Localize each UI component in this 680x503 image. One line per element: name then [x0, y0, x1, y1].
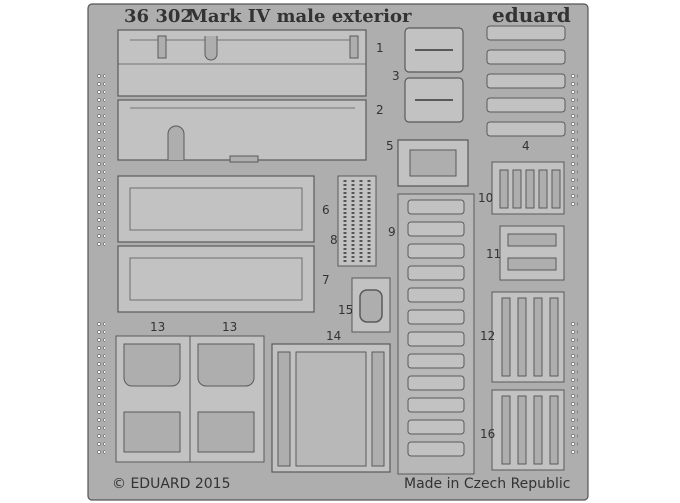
label-part-2: 2 [376, 103, 384, 117]
label-part-9: 9 [388, 225, 396, 239]
part-5 [397, 139, 469, 187]
label-part-3: 3 [392, 69, 400, 83]
label-part-7: 7 [322, 273, 330, 287]
left-perforation-top [97, 70, 105, 250]
sheet-code: 36 302 [124, 6, 193, 27]
label-part-6: 6 [322, 203, 330, 217]
label-part-11: 11 [486, 247, 501, 261]
part-14 [271, 343, 391, 473]
part-12 [491, 291, 565, 383]
part-9 [397, 193, 475, 475]
part-11 [499, 225, 565, 281]
label-part-1: 1 [376, 41, 384, 55]
copyright-text: © EDUARD 2015 [112, 476, 231, 492]
part-10 [491, 161, 565, 215]
part-6 [117, 175, 315, 243]
label-part-8: 8 [330, 233, 338, 247]
label-part-13-left: 13 [150, 320, 165, 334]
right-perforation-top [570, 70, 578, 210]
part-8 [337, 175, 377, 267]
left-perforation-bottom [97, 318, 105, 458]
sheet-title: Mark IV male exterior [188, 6, 412, 27]
part-16 [491, 389, 565, 471]
label-part-16: 16 [480, 427, 495, 441]
brand-logo: eduard [492, 3, 571, 27]
label-part-15: 15 [338, 303, 353, 317]
part-4 [486, 25, 566, 137]
label-part-12: 12 [480, 329, 495, 343]
label-part-13-right: 13 [222, 320, 237, 334]
right-perforation-bottom [570, 318, 578, 458]
part-1 [117, 29, 367, 97]
part-13-right [189, 335, 265, 463]
part-13-left [115, 335, 191, 463]
label-part-10: 10 [478, 191, 493, 205]
part-3 [404, 27, 464, 123]
label-part-4: 4 [522, 139, 530, 153]
label-part-5: 5 [386, 139, 394, 153]
label-part-14: 14 [326, 329, 341, 343]
part-7 [117, 245, 315, 313]
part-15 [351, 277, 391, 333]
origin-text: Made in Czech Republic [404, 476, 570, 492]
part-2 [117, 99, 367, 163]
